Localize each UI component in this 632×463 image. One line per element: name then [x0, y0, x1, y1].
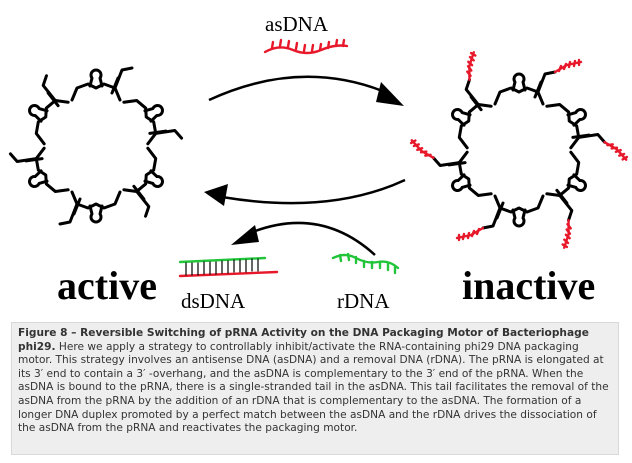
dsdna-release-arrow [231, 221, 376, 256]
inactive-prna-hexamer [408, 50, 630, 250]
rdna-label: rDNA [337, 289, 390, 313]
dsdna-label: dsDNA [181, 289, 246, 313]
caption-body: Here we apply a strategy to controllably… [18, 340, 609, 435]
dsdna-duplex [178, 256, 279, 278]
asdna-label: asDNA [265, 12, 329, 36]
figure-caption: Figure 8 – Reversible Switching of pRNA … [11, 322, 619, 455]
reactivation-arrow [204, 178, 406, 206]
rdna-strand [331, 252, 400, 275]
active-prna-hexamer [8, 66, 184, 226]
asdna-strand [263, 38, 349, 55]
inactive-label: inactive [462, 263, 595, 308]
prna-switching-diagram: asDNA rDNA dsDNA active [8, 12, 630, 313]
caption-title: Figure 8 – Reversible Switching of pRNA … [18, 327, 589, 353]
active-label: active [57, 263, 157, 308]
inactivation-arrow [208, 75, 404, 106]
